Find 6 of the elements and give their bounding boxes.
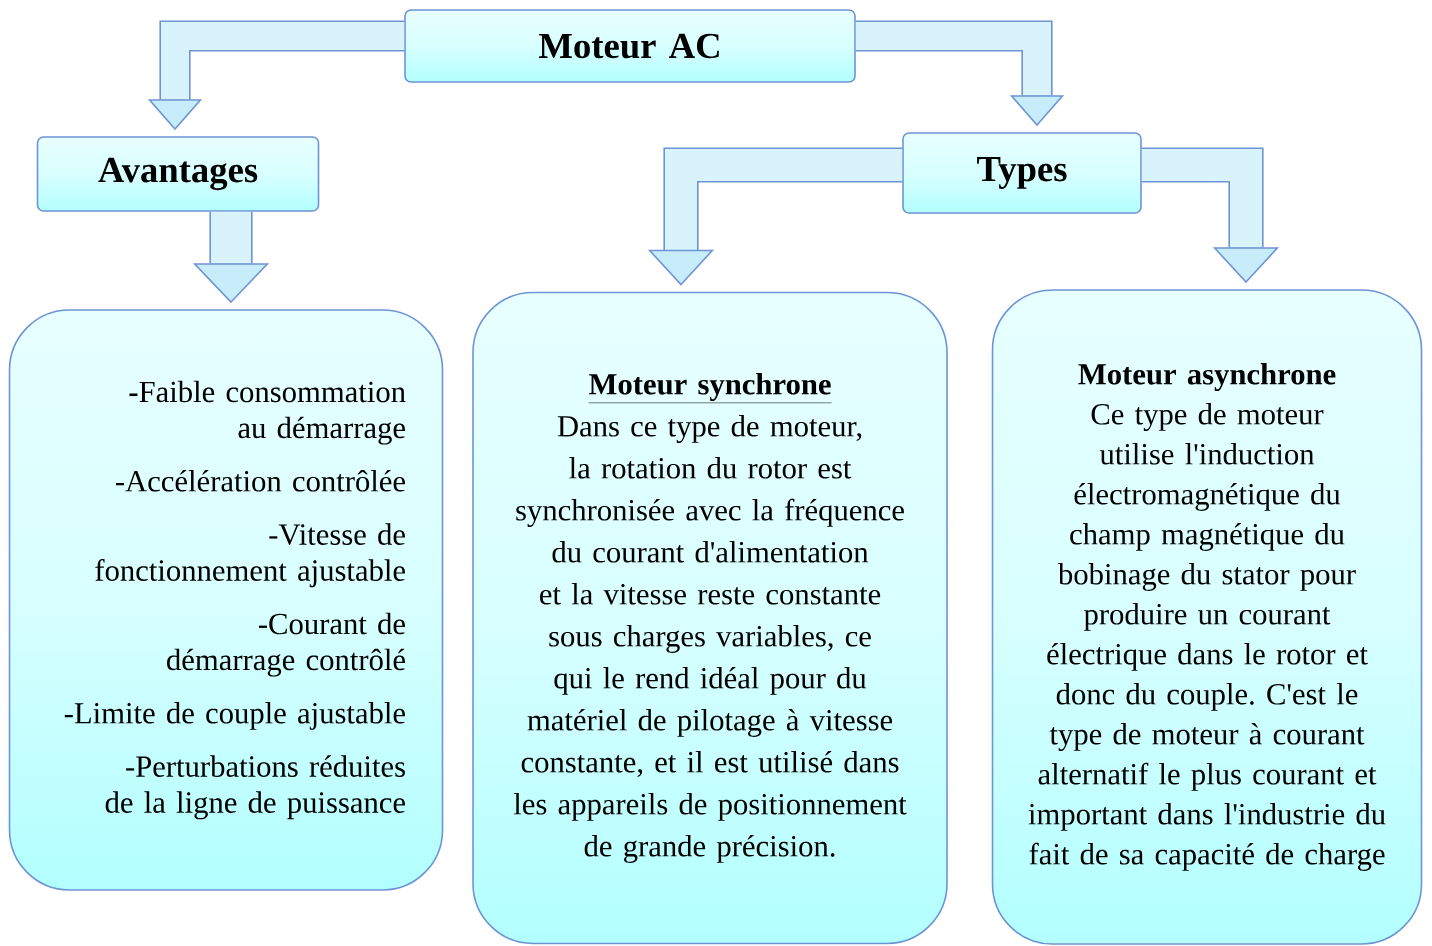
rounded-box: Moteur asynchrone Ce type de moteur utilise l'induction électromagnétique du champ magnétique du bobinage du stator pour produire un courant électrique dans le rotor et donc du couple. C'est le type de moteur à courant alternatif le plus courant et important dans l'industrie du fait de sa capacité de charge: [991, 289, 1423, 945]
rounded-box: -Faible consommation au démarrage -Accélération contrôlée -Vitesse de fonctionnement ajustable -Courant de démarrage contrôlé -Limite de couple ajustable -Perturbations réduites de la ligne de puissance: [8, 309, 444, 891]
title-box: Moteur AC: [404, 9, 856, 83]
title-box: Types: [902, 132, 1142, 214]
title-box: Avantages: [36, 136, 320, 212]
rounded-box: Moteur synchrone Dans ce type de moteur, la rotation du rotor est synchronisée avec la fréquence du courant d'alimentation et la vitesse reste constante sous charges variables, ce qui le rend idéal pour du matériel de pilotage à vitesse constante, et il est utilisé dans les appareils de positionnement de grande précision.: [472, 291, 948, 945]
